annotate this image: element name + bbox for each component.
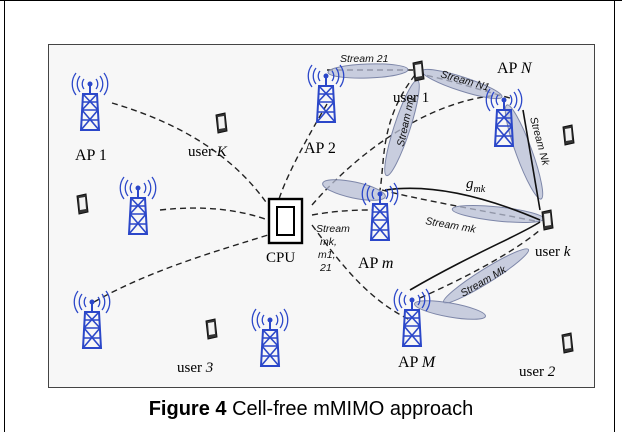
antenna-tower-icon xyxy=(119,176,157,235)
label-apm: AP m xyxy=(358,255,393,272)
label-ap1: AP 1 xyxy=(75,147,107,164)
beam-stream-21 xyxy=(327,63,409,79)
figure-caption: Figure 4 Cell-free mMIMO approach xyxy=(0,398,622,421)
beam-stream-cpu xyxy=(322,179,386,201)
phone-icon xyxy=(541,209,554,231)
fronthaul-apM xyxy=(311,224,411,321)
phone-icon xyxy=(205,318,218,340)
label-ap2: AP 2 xyxy=(304,140,336,157)
border-top xyxy=(0,0,622,1)
channel-g-line xyxy=(384,187,541,221)
antenna-tower-icon xyxy=(393,288,431,347)
fronthaul-ap-left xyxy=(159,207,269,221)
label-stream-21: Stream 21 xyxy=(340,53,388,65)
label-apM: AP M xyxy=(398,354,437,371)
label-stream-mk: Stream mk xyxy=(424,215,477,236)
label-stream-cpu-3: m1, xyxy=(318,249,336,261)
cpu-box-icon xyxy=(267,197,304,245)
label-apN: AP N xyxy=(497,60,533,77)
label-user1: user 1 xyxy=(393,90,429,106)
fronthaul-ap-bottomleft xyxy=(93,234,269,303)
antenna-tower-icon xyxy=(71,72,109,131)
link-user1-apm xyxy=(379,74,416,191)
label-user2: user 2 xyxy=(519,364,556,380)
antenna-tower-icon xyxy=(361,182,399,241)
fronthaul-ap2 xyxy=(277,103,328,203)
antenna-tower-icon xyxy=(307,64,345,123)
phone-icon xyxy=(412,60,425,82)
beam-stream-M xyxy=(414,300,486,320)
fronthaul-apm xyxy=(311,209,373,216)
label-stream-cpu-4: 21 xyxy=(319,262,332,274)
label-cpu: CPU xyxy=(266,250,295,266)
phone-icon xyxy=(76,193,89,215)
phone-icon xyxy=(562,124,575,146)
label-stream-cpu-1: Stream xyxy=(316,223,350,235)
phone-icon xyxy=(215,112,228,134)
caption-text: Cell-free mMIMO approach xyxy=(232,398,474,420)
phone-icon xyxy=(561,332,574,354)
label-channel-g: gmk xyxy=(466,176,486,195)
border-left xyxy=(4,0,5,432)
border-right xyxy=(614,0,615,432)
label-stream-cpu-2: mk, xyxy=(320,236,337,248)
caption-label: Figure 4 xyxy=(148,398,227,420)
link-apM-userk xyxy=(419,229,541,299)
label-userk: user k xyxy=(535,244,571,260)
label-user3: user 3 xyxy=(177,360,213,376)
channel-nk-line xyxy=(522,109,541,211)
fronthaul-ap1 xyxy=(111,102,269,206)
label-userK: user K xyxy=(188,144,228,160)
antenna-tower-icon xyxy=(251,308,289,367)
channel-mk-line xyxy=(409,221,541,291)
antenna-tower-icon xyxy=(73,290,111,349)
